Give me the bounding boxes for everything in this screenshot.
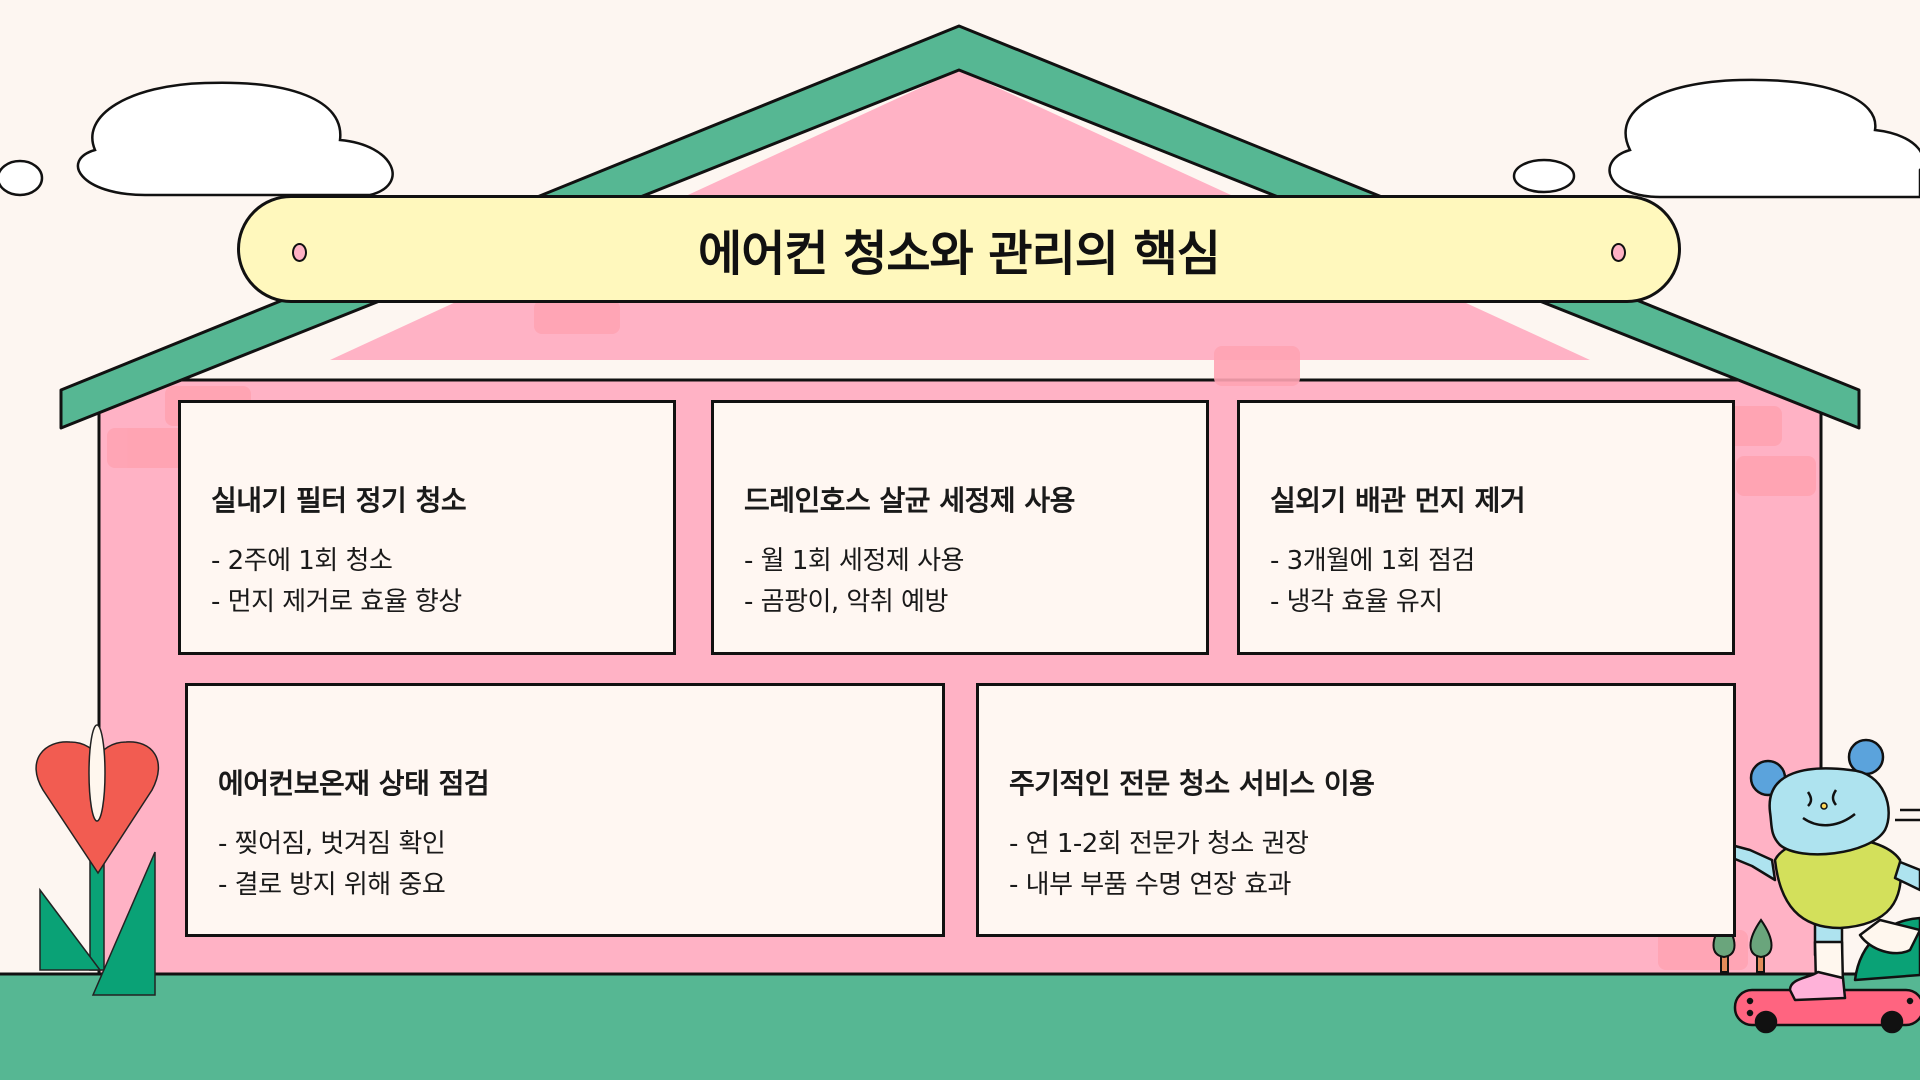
banner-dot-left-icon (292, 243, 307, 262)
card-outdoor-unit: 실외기 배관 먼지 제거 - 3개월에 1회 점검 - 냉각 효율 유지 (1237, 400, 1735, 655)
cloud-left-icon (0, 81, 394, 197)
card-heading: 실외기 배관 먼지 제거 (1270, 484, 1526, 517)
card-insulation: 에어컨보온재 상태 점검 - 찢어짐, 벗겨짐 확인 - 결로 방지 위해 중요 (185, 683, 945, 937)
card-line: - 월 1회 세정제 사용 (744, 546, 964, 576)
cloud-right-icon (1512, 78, 1920, 199)
card-heading: 에어컨보온재 상태 점검 (218, 767, 490, 800)
card-line: - 내부 부품 수명 연장 효과 (1009, 870, 1291, 900)
card-drain-hose: 드레인호스 살균 세정제 사용 - 월 1회 세정제 사용 - 곰팡이, 악취 … (711, 400, 1209, 655)
card-indoor-filter: 실내기 필터 정기 청소 - 2주에 1회 청소 - 먼지 제거로 효율 향상 (178, 400, 676, 655)
card-line: - 연 1-2회 전문가 청소 권장 (1009, 829, 1309, 859)
card-line: - 곰팡이, 악취 예방 (744, 587, 948, 617)
card-line: - 결로 방지 위해 중요 (218, 870, 446, 900)
character-mascot-icon (1706, 738, 1920, 1034)
flower-icon (35, 724, 160, 996)
brick-decor (107, 300, 1816, 970)
card-heading: 드레인호스 살균 세정제 사용 (744, 484, 1075, 517)
card-line: - 3개월에 1회 점검 (1270, 546, 1475, 576)
card-line: - 냉각 효율 유지 (1270, 587, 1443, 617)
card-line: - 먼지 제거로 효율 향상 (211, 587, 462, 617)
card-line: - 찢어짐, 벗겨짐 확인 (218, 829, 446, 859)
card-heading: 주기적인 전문 청소 서비스 이용 (1009, 767, 1375, 800)
slide-title: 에어컨 청소와 관리의 핵심 (698, 226, 1221, 282)
title-banner: 에어컨 청소와 관리의 핵심 (237, 195, 1681, 303)
roof (59, 24, 1861, 430)
card-professional-service: 주기적인 전문 청소 서비스 이용 - 연 1-2회 전문가 청소 권장 - 내… (976, 683, 1736, 937)
ground (0, 974, 1920, 1080)
banner-dot-right-icon (1611, 243, 1626, 262)
card-line: - 2주에 1회 청소 (211, 546, 393, 576)
card-heading: 실내기 필터 정기 청소 (211, 484, 467, 517)
